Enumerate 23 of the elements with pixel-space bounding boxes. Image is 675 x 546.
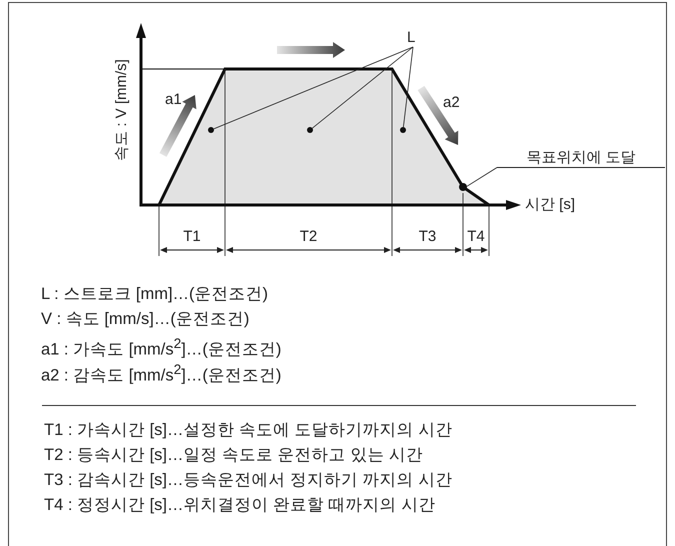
axis-label: 시간 [s] — [525, 196, 576, 214]
interval-label: T4 — [466, 228, 486, 246]
interval-label: T3 — [418, 228, 438, 246]
leader-line — [213, 46, 414, 130]
definition-text: T4 : 정정시간 [s]…위치결정이 완료할 때까지의 시간 — [44, 496, 436, 514]
parameter-label: a1 — [165, 91, 182, 109]
definition-text: T3 : 감속시간 [s]…등속운전에서 정지하기 까지의 시간 — [44, 471, 452, 489]
interval-label: T1 — [182, 228, 202, 246]
definition-text: a2 : 감속도 [mm/s$^{2}$]…(운전조건) — [41, 361, 282, 384]
parameter-label: a2 — [443, 94, 460, 112]
leader-line — [312, 46, 414, 129]
leader-line — [403, 46, 414, 128]
interval-label: T2 — [298, 228, 318, 246]
definition-text: a1 : 가속도 [mm/s$^{2}$]…(운전조건) — [41, 335, 282, 358]
definition-text: T1 : 가속시간 [s]…설정한 속도에 도달하기까지의 시간 — [44, 421, 452, 439]
callout-label: L — [407, 29, 416, 47]
point-marker — [459, 183, 467, 191]
leader-line — [466, 167, 498, 187]
definition-text: L : 스트로크 [mm]…(운전조건) — [41, 285, 268, 303]
axis-label: 속도 : V [mm/s] — [113, 58, 131, 163]
definition-text: V : 속도 [mm/s]…(운전조건) — [41, 310, 250, 328]
definition-text: T2 : 등속시간 [s]…일정 속도로 운전하고 있는 시간 — [44, 446, 423, 464]
callout-label: 목표위치에 도달 — [497, 149, 665, 168]
